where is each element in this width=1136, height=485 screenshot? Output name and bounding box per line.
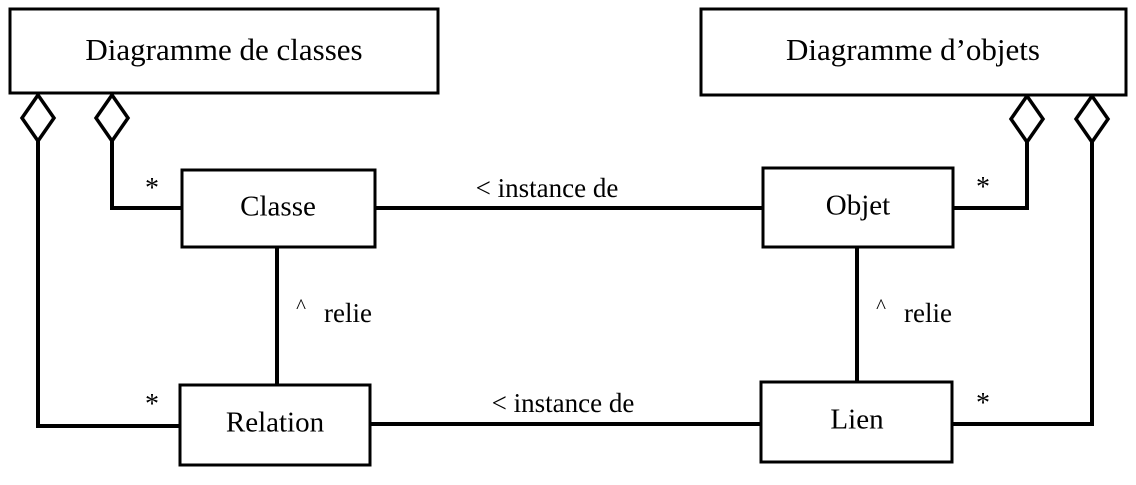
aggregation-diamond-layer bbox=[19, 91, 1111, 146]
package-rect-class-diagram bbox=[8, 7, 440, 95]
association-label-classe-relation: ^ relie bbox=[296, 294, 372, 328]
entity-rect-objet bbox=[761, 166, 955, 249]
association-label-classe-objet: < instance de bbox=[476, 173, 619, 203]
connector-classes-to-classe[interactable] bbox=[110, 141, 182, 210]
association-label-objet-lien: ^ relie bbox=[876, 294, 952, 328]
entity-box-relation[interactable]: Relation bbox=[178, 383, 372, 467]
connector-classes-to-relation[interactable] bbox=[36, 141, 180, 428]
caret-up-icon-classe-relation: ^ bbox=[296, 294, 306, 318]
association-label-text-objet-lien: relie bbox=[904, 298, 952, 328]
package-rect-object-diagram bbox=[699, 7, 1128, 97]
entity-rect-relation bbox=[178, 383, 372, 467]
entity-label-lien: Lien bbox=[830, 404, 884, 436]
package-box-class-diagram[interactable]: Diagramme de classes bbox=[8, 7, 440, 95]
connector-objets-to-objet[interactable] bbox=[953, 142, 1029, 210]
association-label-text-classe-relation: relie bbox=[324, 298, 372, 328]
aggregation-diamond-classes-classe[interactable] bbox=[93, 91, 131, 145]
entity-box-objet[interactable]: Objet bbox=[761, 166, 955, 249]
aggregation-diamond-objets-objet[interactable] bbox=[1008, 92, 1046, 146]
entity-box-classe[interactable]: Classe bbox=[180, 168, 377, 249]
entity-label-objet: Objet bbox=[826, 190, 890, 222]
multiplicity-objets-objet: * bbox=[976, 172, 990, 203]
entity-box-lien[interactable]: Lien bbox=[759, 380, 954, 464]
aggregation-diamond-classes-relation[interactable] bbox=[19, 91, 57, 145]
multiplicity-classes-relation: * bbox=[145, 389, 159, 420]
package-box-object-diagram[interactable]: Diagramme d’objets bbox=[699, 7, 1128, 97]
multiplicity-layer: * * * * bbox=[145, 172, 990, 420]
entity-rect-classe bbox=[180, 168, 377, 249]
aggregation-diamond-objets-lien[interactable] bbox=[1073, 92, 1111, 146]
caret-up-icon-objet-lien: ^ bbox=[876, 294, 886, 318]
entity-label-classe: Classe bbox=[240, 191, 316, 223]
connector-objets-to-lien[interactable] bbox=[952, 142, 1094, 426]
multiplicity-classes-classe: * bbox=[145, 173, 159, 204]
association-label-layer: < instance de < instance de ^ relie ^ re… bbox=[296, 173, 952, 418]
association-label-relation-lien: < instance de bbox=[492, 388, 635, 418]
package-label-class-diagram: Diagramme de classes bbox=[85, 32, 362, 67]
multiplicity-objets-lien: * bbox=[976, 388, 990, 419]
package-label-object-diagram: Diagramme d’objets bbox=[786, 32, 1040, 67]
entity-rect-lien bbox=[759, 380, 954, 464]
entity-label-relation: Relation bbox=[226, 407, 325, 439]
connector-layer bbox=[36, 141, 1094, 428]
